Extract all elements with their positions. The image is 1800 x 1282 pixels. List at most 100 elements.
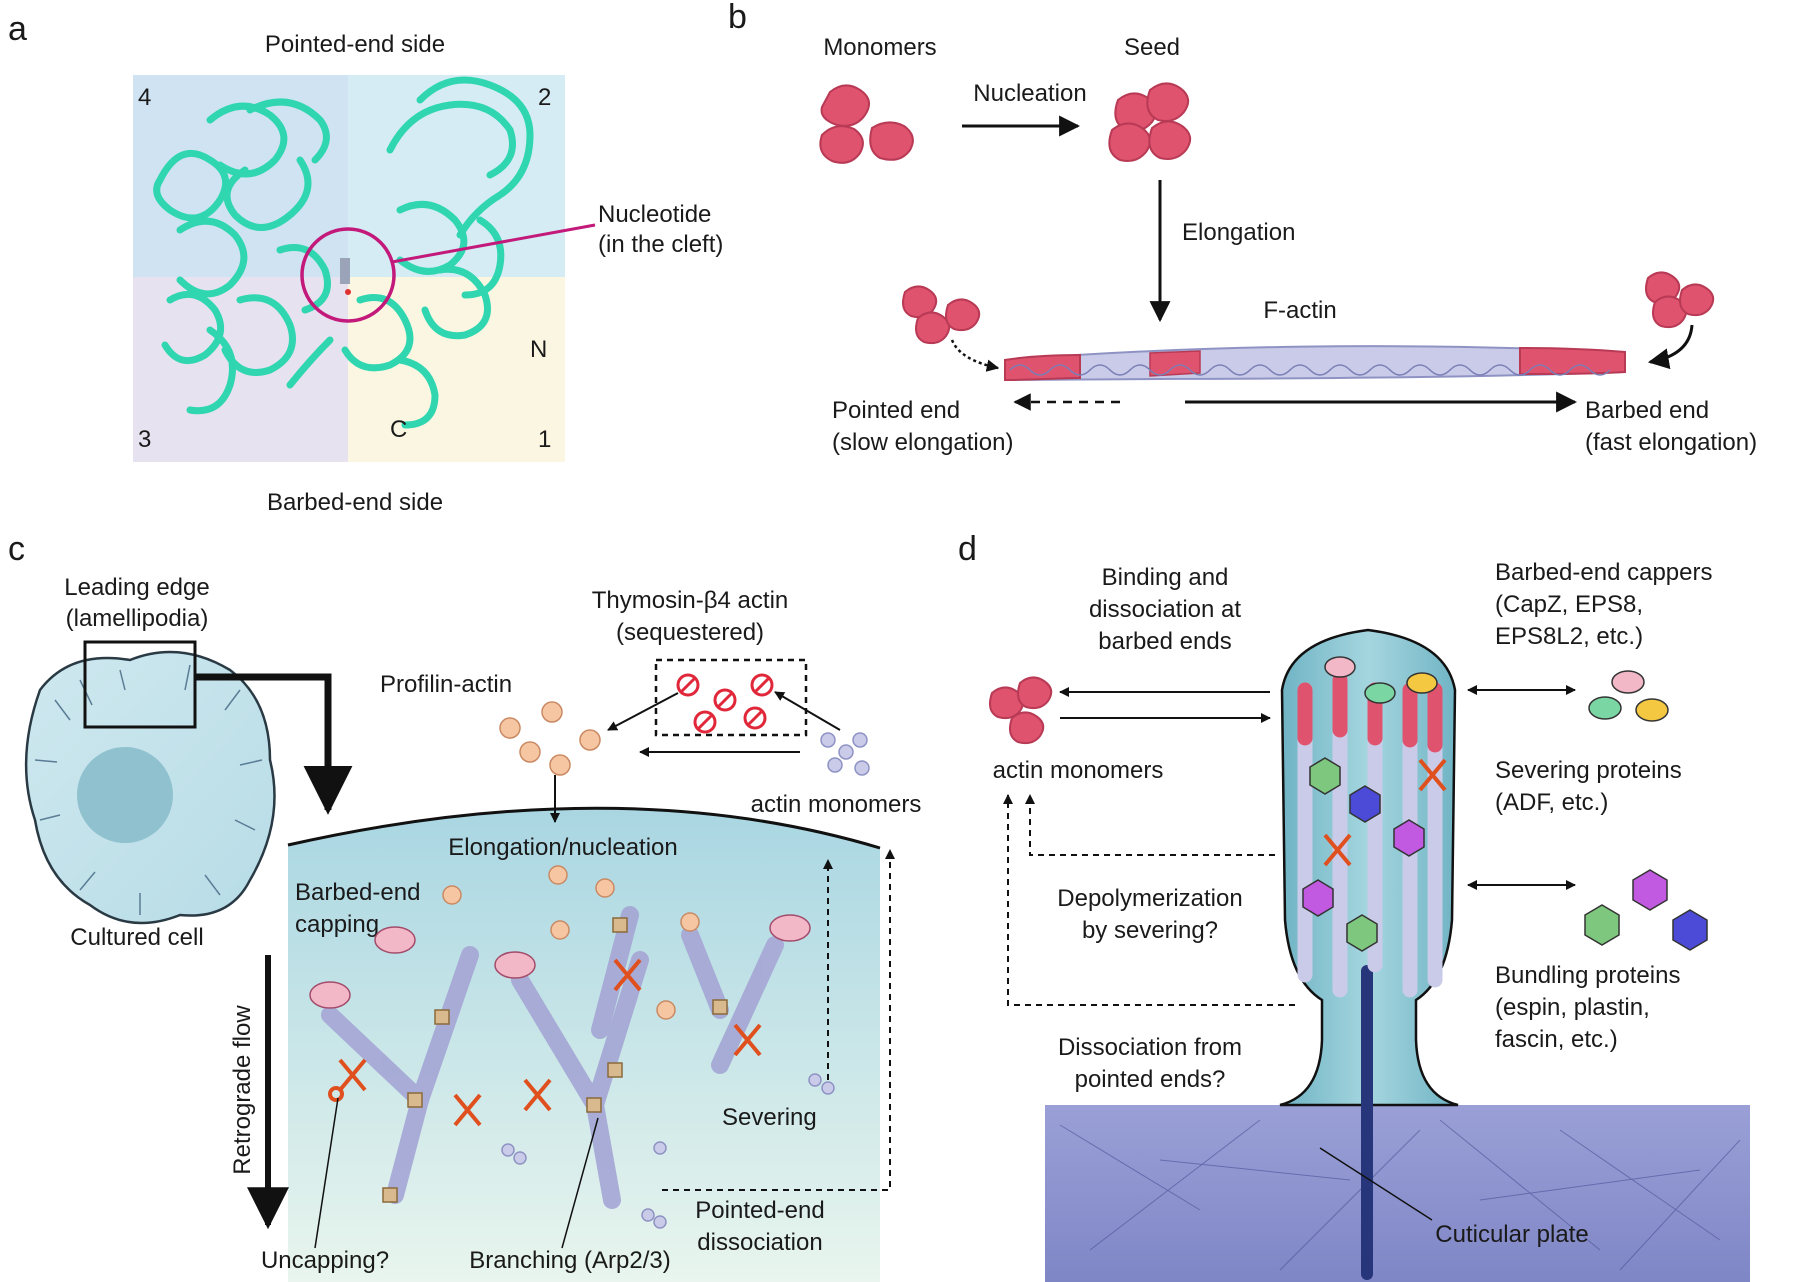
quadrant-label-3: 3 [138,426,151,453]
thymosin-sequestered [676,673,774,734]
profilin-at-ends [442,865,700,1020]
n-terminus-label: N [530,336,547,363]
severing-depoly-arrow [1025,794,1275,856]
nucleotide-pointer [391,223,596,264]
cell-fibers [34,664,263,915]
sequestered-box [654,658,808,737]
uncapping-pointer [314,1097,339,1249]
panel-label-a: a [8,10,27,48]
branching-label: Branching (Arp2/3) [469,1247,670,1274]
cultured-cell-label: Cultured cell [70,924,203,951]
cuticular-pointer [1319,1147,1433,1221]
quadrant-label-2: 2 [538,84,551,111]
quadrant-label-1: 1 [538,426,551,453]
quadrant-label-4: 4 [138,84,151,111]
severing-proteins-label: Severing proteins [1495,757,1682,784]
zoom-arrow [195,673,353,815]
pointed-end-slow-arrow [950,339,1000,372]
barbed-end-capping-label: Barbed-end [295,879,420,906]
binding-label-1: Binding and [1102,564,1229,591]
bundling-proteins-label: Bundling proteins [1495,962,1680,989]
thymosin-sublabel: (sequestered) [616,619,764,646]
monomer-cluster [819,84,914,164]
cappers-sublabel-2: EPS8L2, etc.) [1495,623,1643,650]
severing-label: Severing [722,1104,817,1131]
profilin-actin-cluster [499,701,601,776]
arp23-complexes [382,917,728,1203]
panel-d: d Binding and dissociation at barbed end… [958,530,1750,1282]
pointed-end-sublabel: (slow elongation) [832,429,1013,456]
nucleotide-sublabel: (in the cleft) [598,231,723,258]
cell-nucleus [77,747,173,843]
free-cappers [1588,670,1669,722]
panel-a: a Pointed-end side 4 2 3 1 [8,10,723,516]
cappers-sublabel-1: (CapZ, EPS8, [1495,591,1643,618]
depolymerization-sublabel: by severing? [1082,917,1218,944]
tip-cappers [1324,656,1438,704]
monomers-to-thymosin-arrow [774,691,841,731]
f-actin-label: F-actin [1263,297,1336,324]
binding-label-2: dissociation at [1089,596,1241,623]
cuticular-mesh [1059,1119,1741,1271]
retrograde-flow-label: Retrograde flow [229,1005,256,1175]
barbed-end-sublabel: (fast elongation) [1585,429,1757,456]
cappers-label: Barbed-end cappers [1495,559,1712,586]
stereocilium-scissors [1323,758,1447,867]
panel-label-d: d [958,530,977,568]
cuticular-plate-label: Cuticular plate [1435,1221,1588,1248]
c-terminus-label: C [390,416,407,443]
nucleotide-cleft-circle [300,227,396,323]
pointed-end-dissociation-sublabel: dissociation [697,1229,822,1256]
branched-actin-network [321,906,784,1209]
barbed-end-monomers [1645,271,1715,329]
bundling-hexagons-inside [1302,757,1425,952]
depolymerization-label: Depolymerization [1057,885,1242,912]
free-actin-monomers [820,732,870,776]
seed-label: Seed [1124,34,1180,61]
free-bundlers [1584,869,1708,951]
barbed-end-fast-arrow [1647,324,1694,370]
binding-label-3: barbed ends [1098,628,1231,655]
pointed-dissociation-d-arrow [1003,794,1295,1006]
leading-edge-sublabel: (lamellipodia) [66,605,209,632]
panel-c: c Leading edge (lamellipodia) Cultured c… [8,530,921,1282]
actin-monomers-d [989,676,1053,745]
severing-proteins-sublabel: (ADF, etc.) [1495,789,1608,816]
panel-label-c: c [8,530,25,568]
quadrant-2 [348,75,565,277]
pointed-end-monomers [902,285,981,345]
actin-ribbon-structure [153,76,534,429]
nucleotide-oxygen [345,289,351,295]
pointed-dissociation-arrow [662,849,895,1191]
leading-membrane [287,806,881,850]
bundling-proteins-sublabel-2: fascin, etc.) [1495,1026,1618,1053]
bundling-proteins-sublabel-1: (espin, plastin, [1495,994,1650,1021]
seed-cluster [1108,82,1192,162]
leading-edge-label: Leading edge [64,574,209,601]
lamellipodium [288,808,880,1282]
pointed-end-dissociation-label: Pointed-end [695,1197,824,1224]
severing-scissors [328,958,762,1127]
barbed-end-side-label: Barbed-end side [267,489,443,516]
nucleotide-molecule [340,258,350,284]
cuticular-plate [1045,1105,1750,1282]
leading-edge-box [83,640,197,729]
elongation-nucleation-label: Elongation/nucleation [448,834,678,861]
uncapping-label: Uncapping? [261,1247,389,1274]
thymosin-to-profilin-arrow [607,692,679,731]
barbed-end-label: Barbed end [1585,397,1709,424]
monomers-label: Monomers [823,34,936,61]
dissociation-sublabel: pointed ends? [1075,1066,1226,1093]
pointed-end-label: Pointed end [832,397,960,424]
cappers [309,914,811,1009]
severed-fragments [501,1073,835,1229]
actin-monomers-label-d: actin monomers [993,757,1164,784]
dissociation-label: Dissociation from [1058,1034,1242,1061]
actin-monomers-label-c: actin monomers [751,791,922,818]
barbed-end-capping-sublabel: capping [295,911,379,938]
elongation-label: Elongation [1182,219,1295,246]
branching-pointer [561,1117,599,1249]
panel-b: b Monomers Seed Nucleation Elongation F-… [728,0,1757,456]
